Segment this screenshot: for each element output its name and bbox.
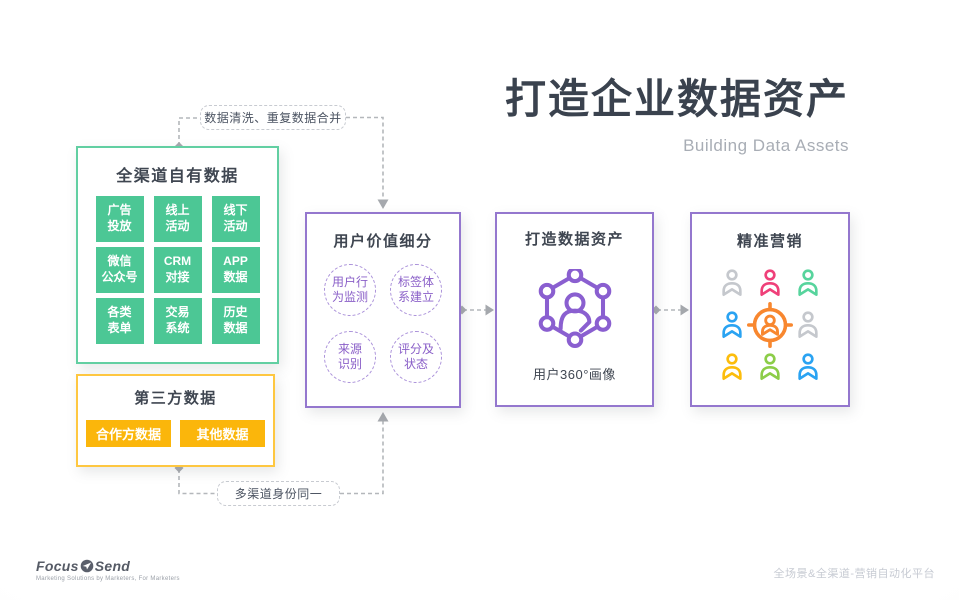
person-icon (758, 269, 782, 297)
segment-circle-behavior: 用户行 为监测 (324, 264, 376, 316)
segmentation-title: 用户价值细分 (333, 233, 433, 250)
user-network-hexagon-icon (538, 269, 611, 349)
page-title-block: 打造企业数据资产 Building Data Assets (505, 76, 849, 156)
person-icon (720, 269, 744, 297)
logo-text-focus: Focus (36, 558, 79, 574)
person-target-icon (747, 302, 793, 348)
data-asset-caption: 用户360°画像 (533, 367, 616, 382)
arrowhead-right (485, 304, 494, 316)
arrowhead-down (377, 199, 389, 209)
own-data-item-history: 历史 数据 (211, 298, 260, 344)
page-subtitle: Building Data Assets (683, 136, 849, 156)
precision-marketing-panel: 精准营销 (690, 212, 850, 407)
third-party-title: 第三方数据 (134, 390, 217, 407)
send-circle-icon (80, 559, 94, 573)
own-data-item-ads: 广告 投放 (95, 196, 144, 242)
connector-yellow-to-callout (178, 469, 216, 495)
focussend-logo: Focus Send Marketing Solutions by Market… (36, 558, 180, 582)
own-data-title: 全渠道自有数据 (116, 168, 239, 185)
person-icon (796, 311, 820, 339)
person-icon (720, 353, 744, 381)
person-icon (720, 311, 744, 339)
data-asset-title: 打造数据资产 (524, 231, 624, 248)
own-data-item-transactions: 交易 系统 (153, 298, 202, 344)
third-party-panel: 第三方数据 合作方数据 其他数据 (76, 374, 275, 467)
own-data-panel: 全渠道自有数据 广告 投放 线上 活动 线下 活动 微信 公众号 CRM 对接 … (76, 146, 279, 364)
person-icon (758, 353, 782, 381)
data-asset-panel: 打造数据资产 用户360°画像 (495, 212, 654, 407)
own-data-item-offline-events: 线下 活动 (211, 196, 260, 242)
own-data-item-crm: CRM 对接 (153, 247, 202, 293)
third-party-items: 合作方数据 其他数据 (78, 420, 273, 447)
segment-circle-score: 评分及 状态 (390, 331, 442, 383)
own-data-item-online-events: 线上 活动 (153, 196, 202, 242)
person-icon (796, 353, 820, 381)
page-title: 打造企业数据资产 (505, 76, 849, 122)
precision-marketing-title: 精准营销 (736, 233, 803, 250)
connector-callout-to-segment-bottom (340, 421, 384, 495)
audience-grid (713, 262, 827, 388)
connector-callout-to-segment-top (346, 116, 384, 200)
own-data-item-wechat: 微信 公众号 (95, 247, 144, 293)
callout-data-cleaning: 数据清洗、重复数据合并 (200, 105, 346, 130)
connector-green-to-callout (178, 117, 199, 146)
platform-caption: 全场景&全渠道-营销自动化平台 (773, 568, 935, 580)
third-party-item-partner: 合作方数据 (86, 420, 171, 447)
segmentation-circles: 用户行 为监测 标签体 系建立 来源 识别 评分及 状态 (324, 264, 442, 383)
third-party-item-other: 其他数据 (180, 420, 265, 447)
segment-circle-source: 来源 识别 (324, 331, 376, 383)
logo-tagline: Marketing Solutions by Marketers, For Ma… (36, 576, 180, 582)
own-data-grid: 广告 投放 线上 活动 线下 活动 微信 公众号 CRM 对接 APP 数据 各… (78, 196, 277, 344)
logo-text-send: Send (94, 558, 131, 574)
arrowhead-up (377, 412, 389, 422)
segment-circle-tags: 标签体 系建立 (390, 264, 442, 316)
arrowhead-right (680, 304, 689, 316)
own-data-item-forms: 各类 表单 (95, 298, 144, 344)
own-data-item-app: APP 数据 (211, 247, 260, 293)
segmentation-panel: 用户价值细分 用户行 为监测 标签体 系建立 来源 识别 评分及 状态 (305, 212, 461, 408)
person-icon (796, 269, 820, 297)
callout-identity-unification: 多渠道身份同一 (217, 481, 340, 506)
